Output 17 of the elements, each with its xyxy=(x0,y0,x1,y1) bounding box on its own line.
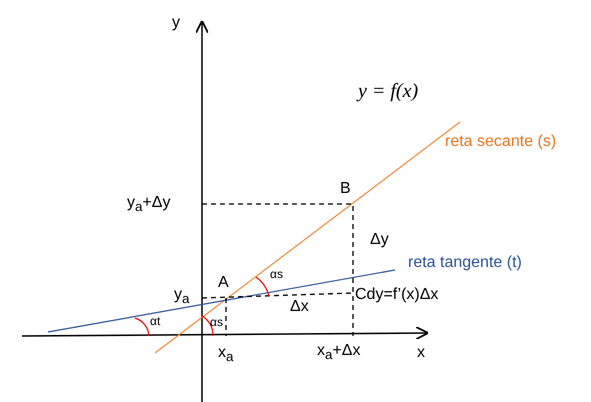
increment-label: Δx xyxy=(290,298,309,316)
axis-label: x xyxy=(417,344,425,362)
angle-label: αt xyxy=(150,315,160,328)
secant-label: reta secante (s) xyxy=(445,133,556,151)
tangent-label: reta tangente (t) xyxy=(408,254,522,272)
axis-label: y xyxy=(172,14,180,32)
point-label: B xyxy=(340,180,351,198)
value-label: y$_{a}$ xyxy=(174,286,190,307)
angle-label: αs xyxy=(210,316,223,330)
point-label: A xyxy=(218,274,229,292)
value-label: x$_{a}$+Δx xyxy=(317,342,360,363)
differential-label: Cdy=f’(x)Δx xyxy=(355,286,438,304)
value-label: x$_{a}$ xyxy=(218,344,234,365)
increment-label: Δy xyxy=(370,231,389,249)
angle-label: αs xyxy=(270,268,283,282)
function-label: y = f(x) xyxy=(358,80,418,102)
value-label: y$_{a}$+Δy xyxy=(127,194,170,215)
